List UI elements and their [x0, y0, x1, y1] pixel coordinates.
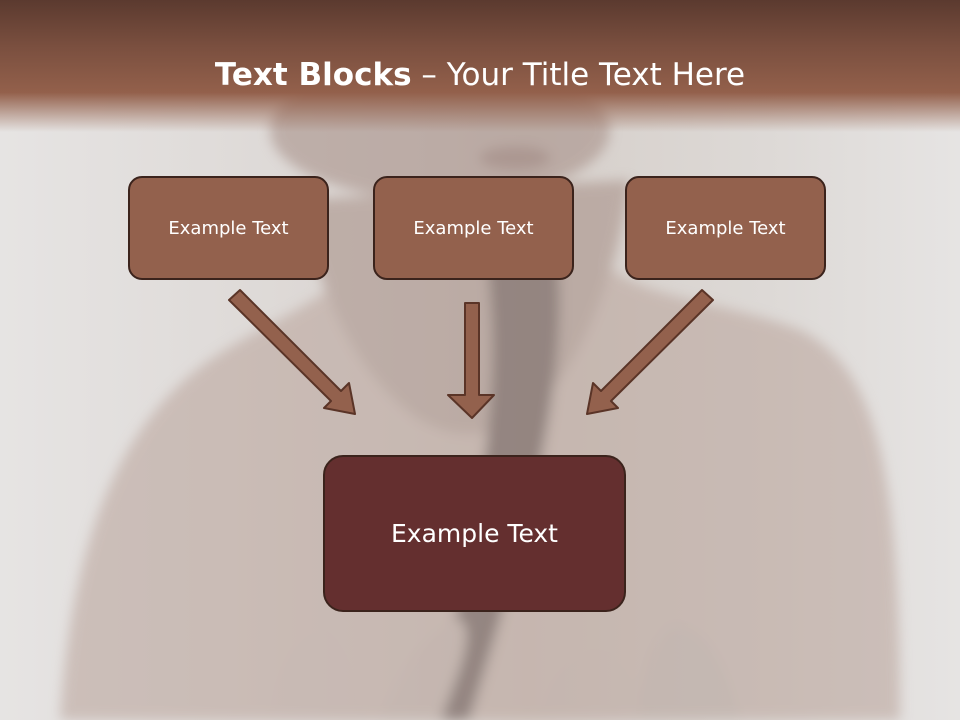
text-block-3-label: Example Text [665, 217, 786, 239]
arrow-right [586, 289, 714, 415]
arrow-left [228, 289, 356, 415]
main-text-block-label: Example Text [391, 519, 558, 548]
title-separator: – [411, 57, 447, 93]
title-banner [0, 0, 960, 132]
title-rest: Your Title Text Here [446, 57, 746, 93]
text-block-1: Example Text [128, 176, 329, 280]
slide-title: Text Blocks – Your Title Text Here [0, 50, 960, 100]
text-block-2: Example Text [373, 176, 574, 280]
main-text-block: Example Text [323, 455, 626, 612]
text-block-2-label: Example Text [413, 217, 534, 239]
arrow-center [447, 302, 495, 419]
title-bold: Text Blocks [214, 57, 412, 93]
text-block-3: Example Text [625, 176, 826, 280]
text-block-1-label: Example Text [168, 217, 289, 239]
